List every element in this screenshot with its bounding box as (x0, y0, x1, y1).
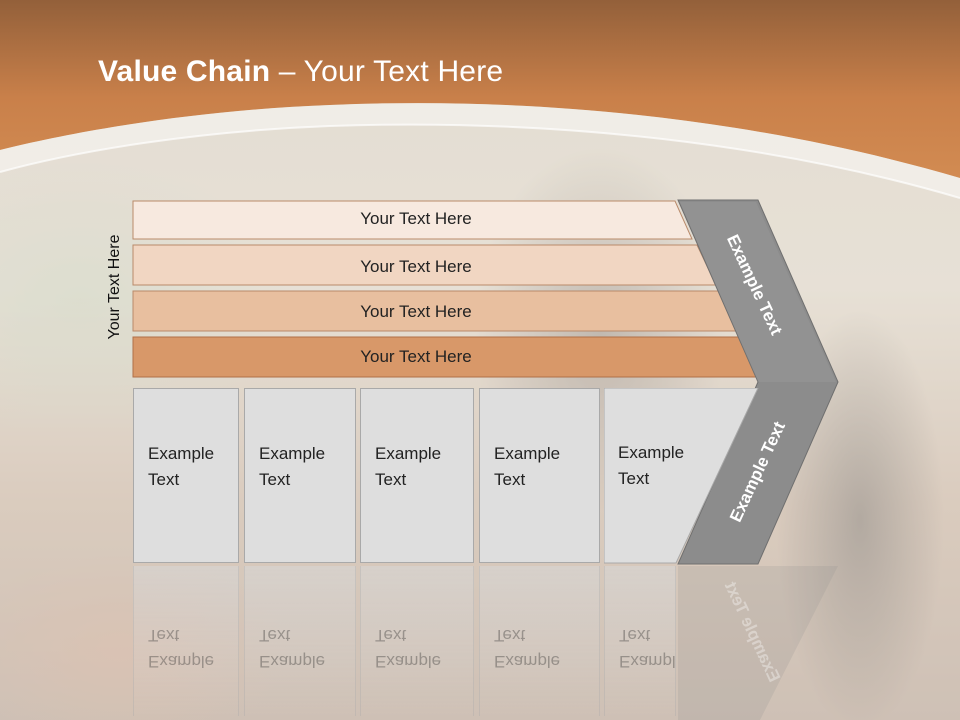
activity-cell-4[interactable]: Example Text (479, 388, 600, 563)
cell-reflection-1-label: Example Text (148, 626, 215, 671)
bar-3-label: Your Text Here (360, 302, 472, 321)
bar-2-label: Your Text Here (360, 257, 472, 276)
activity-cell-4-label: Example Text (494, 444, 561, 489)
cell-reflection-2: Example Text (244, 566, 356, 716)
cell-reflection-4-label: Example Text (494, 626, 561, 671)
cell-reflection-5: Example Text (604, 566, 676, 716)
chevron-reflection (678, 566, 838, 720)
chevron-highlight (680, 202, 836, 382)
bar-4-label: Your Text Here (360, 347, 472, 366)
cell-reflection-2-label: Example Text (259, 626, 326, 671)
title-rest: – Your Text Here (270, 55, 504, 88)
cell-reflection-5-label: Example Text (619, 626, 676, 671)
header-band (0, 0, 960, 199)
activity-cell-2-label: Example Text (259, 444, 326, 489)
activity-cell-5-slant (604, 388, 759, 564)
activity-cell-5-text: Example Text (618, 443, 685, 488)
activity-cell-3[interactable]: Example Text (360, 388, 474, 563)
bar-1[interactable] (132, 200, 693, 240)
cell-reflection-1: Example Text (133, 566, 239, 716)
activity-cell-1[interactable]: Example Text (133, 388, 239, 563)
activity-cell-2[interactable]: Example Text (244, 388, 356, 563)
bar-1-label: Your Text Here (360, 209, 472, 228)
cell-reflection-3: Example Text (360, 566, 474, 716)
cell-reflection-4: Example Text (479, 566, 600, 716)
title-bold: Value Chain (98, 55, 271, 88)
cell-reflection-3-label: Example Text (375, 626, 442, 671)
activity-cell-3-label: Example Text (375, 444, 442, 489)
activity-cell-1-label: Example Text (148, 444, 215, 489)
page-title: Value Chain – Your Text Here (98, 55, 503, 89)
